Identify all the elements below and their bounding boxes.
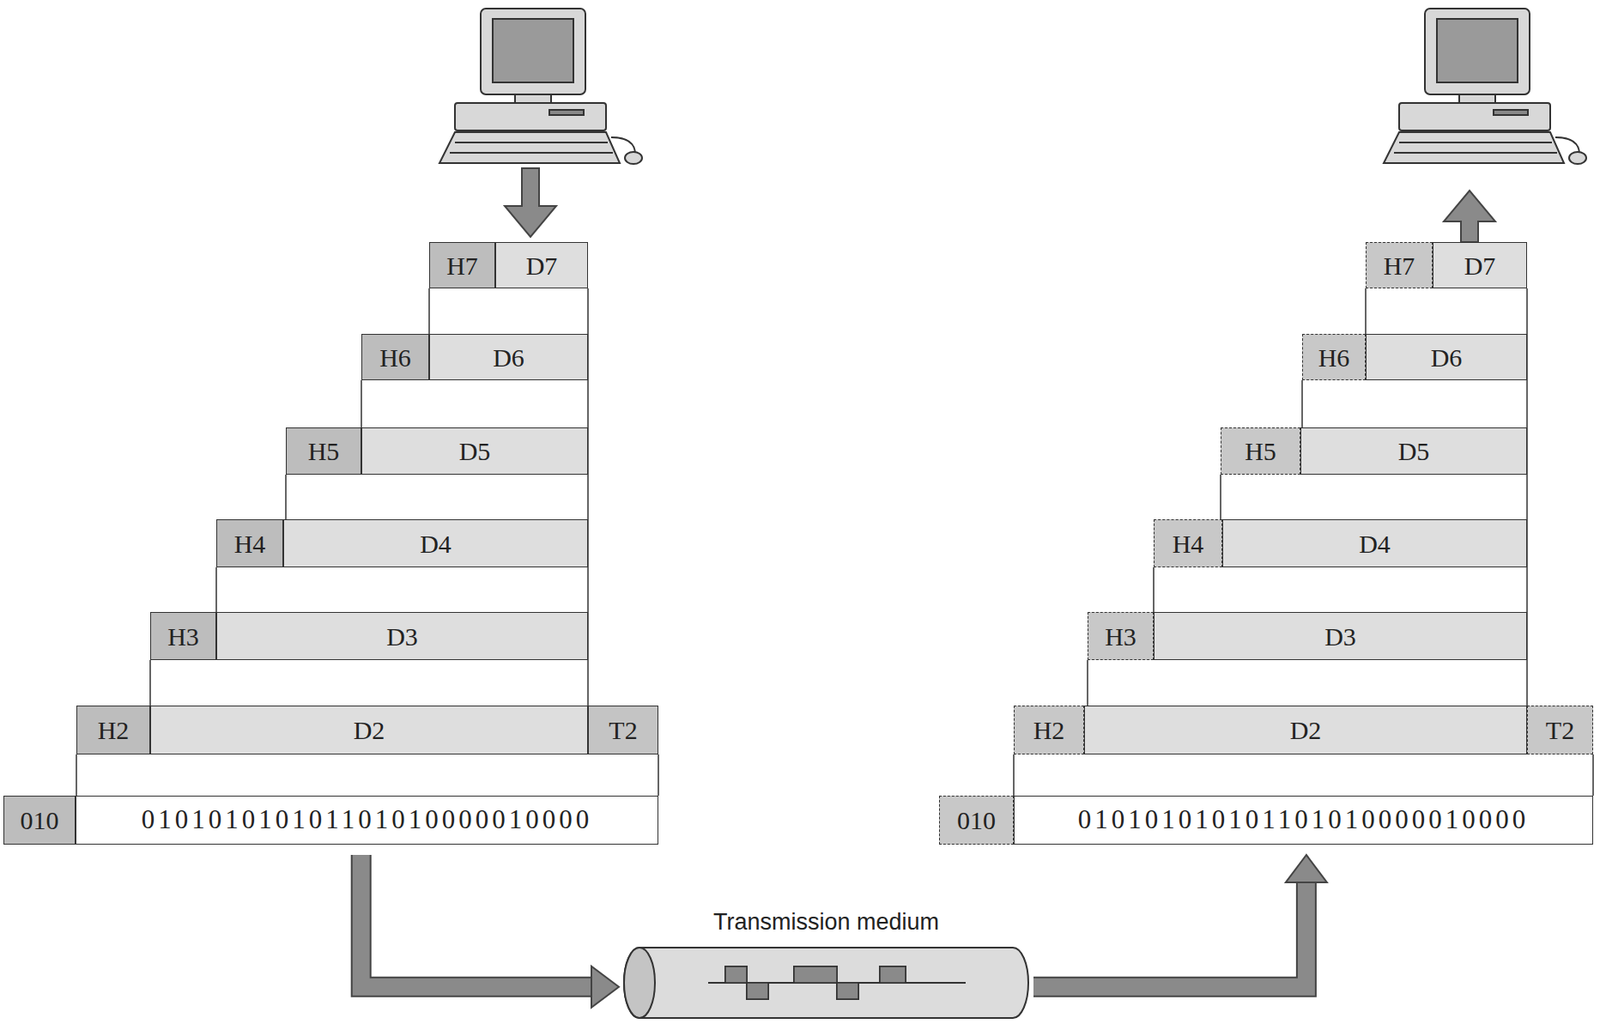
box-label: D6 — [1430, 343, 1463, 372]
header-box: H5 — [1220, 427, 1301, 475]
signal-arrow — [361, 854, 619, 1008]
data-box: D2 — [1084, 705, 1528, 755]
transmission-medium: Transmission medium — [622, 909, 1031, 1022]
box-label: D2 — [353, 715, 386, 745]
box-label: H4 — [1172, 529, 1205, 558]
header-box: H7 — [1365, 242, 1433, 289]
data-box: D3 — [1153, 612, 1528, 661]
box-label: D7 — [526, 251, 558, 280]
down-arrow — [504, 168, 557, 237]
box-label: 010 — [20, 806, 60, 835]
box-label: D4 — [419, 529, 452, 558]
box-label: D4 — [1358, 529, 1391, 558]
box-label: D5 — [1398, 436, 1431, 466]
box-label: H6 — [379, 343, 412, 372]
data-box: D6 — [429, 333, 588, 381]
data-box: D2 — [150, 705, 588, 755]
box-label: H7 — [1383, 251, 1416, 280]
bit-header-box: 010 — [939, 795, 1014, 845]
header-box: H6 — [361, 333, 430, 381]
box-label: H5 — [308, 436, 340, 466]
box-label: H2 — [1033, 715, 1066, 745]
data-box: D6 — [1365, 333, 1528, 381]
data-box: D7 — [1432, 242, 1528, 289]
header-box: H3 — [150, 612, 217, 661]
trailer-box: T2 — [1527, 705, 1594, 755]
header-box: H2 — [1013, 705, 1085, 755]
bit-header-box: 010 — [3, 795, 76, 845]
header-box: H4 — [1153, 519, 1223, 568]
alignment-lines — [76, 288, 1594, 796]
trailer-box: T2 — [587, 705, 659, 755]
data-box: D5 — [361, 427, 588, 475]
header-box: H2 — [76, 705, 151, 755]
box-label: H6 — [1318, 343, 1351, 372]
box-label: D7 — [1464, 251, 1497, 280]
box-label: D5 — [459, 436, 491, 466]
bit-string: 010101010101101010000010000 — [141, 805, 593, 835]
box-label: D2 — [1290, 715, 1322, 745]
signal-arrow — [1033, 854, 1328, 988]
up-arrow — [1443, 190, 1496, 243]
box-label: H3 — [167, 622, 200, 651]
bit-string-box: 010101010101101010000010000 — [75, 795, 659, 845]
box-label: T2 — [608, 715, 637, 745]
box-label: 010 — [957, 806, 996, 835]
bit-string-box: 010101010101101010000010000 — [1013, 795, 1594, 845]
box-label: H7 — [446, 251, 479, 280]
box-label: H5 — [1244, 436, 1277, 466]
box-label: H2 — [97, 715, 130, 745]
data-box: D4 — [283, 519, 588, 568]
box-label: H3 — [1104, 622, 1137, 651]
header-box: H6 — [1302, 333, 1366, 381]
box-label: D6 — [492, 343, 525, 372]
box-label: D3 — [386, 622, 419, 651]
box-label: D3 — [1324, 622, 1357, 651]
data-box: D5 — [1300, 427, 1528, 475]
computer-icon — [1383, 8, 1587, 164]
data-box: D7 — [495, 242, 588, 289]
data-box: D4 — [1222, 519, 1528, 568]
header-box: H3 — [1087, 612, 1154, 661]
header-box: H4 — [216, 519, 284, 568]
header-box: H7 — [429, 242, 496, 289]
data-box: D3 — [216, 612, 588, 661]
box-label: H4 — [234, 529, 267, 558]
header-box: H5 — [285, 427, 362, 475]
medium-label: Transmission medium — [709, 909, 943, 936]
bit-string: 010101010101101010000010000 — [1078, 805, 1529, 835]
box-label: T2 — [1545, 715, 1575, 745]
computer-icon — [439, 8, 643, 164]
